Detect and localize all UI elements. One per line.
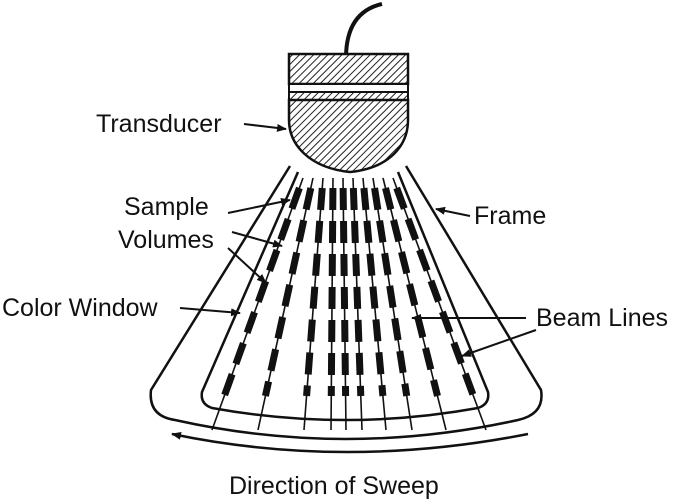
beam-lines-pointer-arrow-2 — [461, 329, 537, 357]
color-window-label: Color Window — [2, 294, 159, 322]
sample-label: Sample — [124, 193, 209, 221]
sample-volumes — [327, 187, 337, 397]
sample-volumes — [371, 187, 411, 397]
frame-pointer-arrow — [435, 206, 471, 217]
color-window-pointer-arrow — [179, 307, 241, 317]
transducer-pointer-arrow — [243, 123, 287, 132]
beam-lines-group — [211, 177, 487, 431]
sample-volumes — [393, 186, 477, 398]
transducer-probe — [287, 52, 410, 174]
frame-label: Frame — [474, 202, 546, 230]
transducer-cable — [344, 2, 383, 59]
transducer-label: Transducer — [96, 110, 222, 138]
sample-volumes — [339, 187, 350, 397]
sample-volumes — [349, 187, 365, 397]
sweep-arrow — [171, 431, 529, 454]
sample-pointer-arrow-3 — [227, 247, 267, 284]
sample-volumes — [303, 187, 326, 397]
direction-of-sweep-label: Direction of Sweep — [229, 472, 439, 500]
sample-volumes — [360, 187, 387, 397]
sample-volumes — [220, 186, 303, 398]
volumes-label: Volumes — [118, 226, 214, 254]
sample-pointer-arrow-1 — [227, 197, 291, 214]
sample-volumes — [382, 187, 441, 397]
sample-pointer-arrow-2 — [231, 231, 283, 248]
beam-lines-label: Beam Lines — [536, 304, 668, 332]
color-window-outline — [200, 171, 490, 422]
sample-volumes — [262, 187, 315, 397]
frame-outline — [149, 165, 543, 441]
